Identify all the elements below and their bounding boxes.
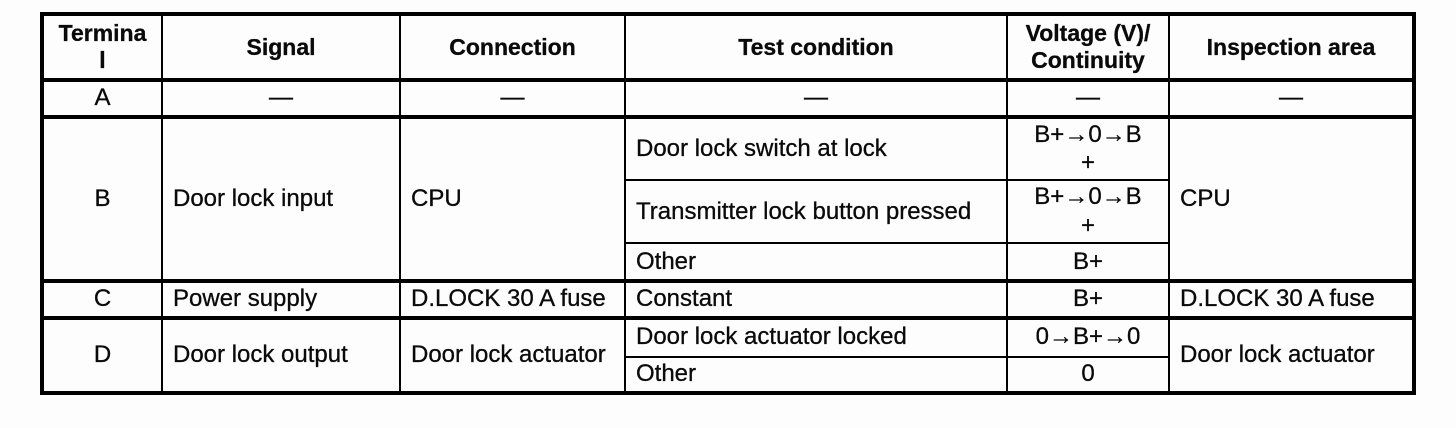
cell-d-voltage-2: 0	[1006, 355, 1170, 394]
row-terminal-b-1: B Door lock input CPU Door lock switch a…	[41, 115, 1415, 284]
cell-b-inspection-area: CPU	[1168, 115, 1415, 284]
terminal-voltage-spec-table: Termina l Signal Connection Test conditi…	[40, 12, 1416, 395]
cell-c-voltage: B+	[1006, 280, 1170, 320]
cell-d-terminal: D	[41, 316, 163, 394]
cell-c-signal: Power supply	[161, 280, 401, 320]
cell-d-test-condition-2: Other	[624, 355, 1008, 394]
cell-b-connection: CPU	[399, 115, 626, 284]
cell-d-voltage-1: 0→B+→0	[1006, 316, 1170, 358]
cell-b-terminal: B	[41, 115, 163, 284]
cell-d-connection: Door lock actuator	[399, 316, 626, 394]
cell-d-inspection-area: Door lock actuator	[1168, 316, 1415, 394]
row-terminal-b-2: Transmitter lock button pressed B+→0→B +	[42, 179, 1414, 245]
cell-d-signal: Door lock output	[161, 316, 401, 394]
cell-b-voltage-1: B+→0→B +	[1006, 115, 1170, 182]
row-terminal-c: C Power supply D.LOCK 30 A fuse Constant…	[41, 280, 1415, 320]
cell-a-signal: —	[161, 79, 401, 119]
cell-c-inspection-area: D.LOCK 30 A fuse	[1168, 280, 1415, 320]
cell-d-test-condition-1: Door lock actuator locked	[624, 316, 1008, 358]
cell-b-voltage-3: B+	[1006, 242, 1170, 284]
cell-b-test-condition-3: Other	[624, 242, 1008, 284]
cell-a-inspection-area: —	[1168, 79, 1415, 119]
cell-b-signal: Door lock input	[161, 115, 401, 284]
header-voltage-continuity: Voltage (V)/ Continuity	[1006, 12, 1170, 83]
cell-b-test-condition-2: Transmitter lock button pressed	[624, 179, 1008, 245]
cell-b-test-condition-1: Door lock switch at lock	[624, 115, 1008, 182]
header-signal: Signal	[161, 12, 401, 83]
row-terminal-d-2: Other 0	[42, 355, 1414, 394]
cell-a-terminal: A	[41, 79, 163, 119]
cell-a-voltage: —	[1006, 79, 1170, 119]
header-connection: Connection	[399, 12, 626, 83]
cell-c-test-condition: Constant	[624, 280, 1008, 320]
header-row: Termina l Signal Connection Test conditi…	[41, 12, 1415, 83]
header-terminal: Termina l	[41, 12, 163, 83]
cell-b-voltage-2: B+→0→B +	[1006, 179, 1170, 245]
cell-a-connection: —	[399, 79, 626, 119]
row-terminal-a: A — — — — —	[41, 79, 1415, 119]
cell-c-connection: D.LOCK 30 A fuse	[399, 280, 626, 320]
cell-a-test-condition: —	[624, 79, 1008, 119]
row-terminal-d-1: D Door lock output Door lock actuator Do…	[41, 316, 1415, 394]
header-inspection-area: Inspection area	[1168, 12, 1415, 83]
row-terminal-b-3: Other B+	[42, 242, 1414, 284]
cell-c-terminal: C	[41, 280, 163, 320]
header-test-condition: Test condition	[624, 12, 1008, 83]
